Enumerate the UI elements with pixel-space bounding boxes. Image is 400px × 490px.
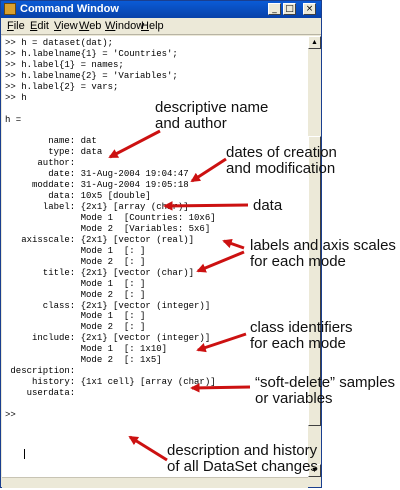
console-line: >> h	[5, 92, 27, 103]
annotation-soft-delete: “soft-delete” samples or variables	[255, 374, 396, 407]
console-line: Mode 1 [: ]	[5, 311, 146, 322]
menu-view[interactable]: View	[54, 20, 78, 32]
console-line: Mode 1 [Countries: 10x6]	[5, 213, 216, 223]
console-line: >> h.labelname{2} = 'Variables';	[5, 70, 178, 81]
console-line: description:	[5, 366, 76, 377]
command-window: Command Window _ □ × File Edit View Web …	[0, 0, 322, 488]
console-output[interactable]: >> h = dataset(dat);>> h.labelname{1} = …	[2, 36, 308, 477]
console-line: title: {2x1} [vector (char)]	[5, 267, 195, 278]
annotation-class: class identifiers for each mode	[250, 319, 353, 352]
console-line: author:	[5, 158, 76, 169]
minimize-button[interactable]: _	[268, 3, 281, 15]
console-line: >> h = dataset(dat);	[5, 38, 114, 48]
console-line: data: 10x5 [double]	[5, 191, 151, 202]
console-line: include: {2x1} [vector (integer)]	[5, 333, 211, 344]
close-button[interactable]: ×	[303, 3, 316, 15]
console-line: axisscale: {2x1} [vector (real)]	[5, 234, 195, 245]
console-line: Mode 1 [: ]	[5, 278, 146, 289]
menu-web[interactable]: Web	[79, 20, 102, 32]
console-line: Mode 1 [: 1x10]	[5, 344, 168, 355]
console-line: date: 31-Aug-2004 19:04:47	[5, 169, 189, 180]
console-line	[5, 399, 216, 410]
console-line: type: data	[5, 147, 103, 158]
console-line: moddate: 31-Aug-2004 19:05:18	[5, 180, 189, 191]
title-bar[interactable]: Command Window _ □ ×	[1, 1, 321, 18]
vertical-scrollbar[interactable]: ▲ ▼	[308, 36, 321, 477]
console-line: >>	[5, 409, 16, 420]
maximize-button[interactable]: □	[283, 3, 296, 15]
console-line: Mode 1 [: ]	[5, 245, 146, 256]
annotation-history: description and history of all DataSet c…	[167, 442, 318, 475]
horizontal-scrollbar[interactable]	[2, 477, 308, 488]
matlab-app-icon	[4, 3, 16, 15]
console-line: Mode 2 [: ]	[5, 289, 146, 300]
scroll-down-arrow-icon[interactable]: ▼	[308, 464, 321, 477]
console-line: class: {2x1} [vector (integer)]	[5, 300, 211, 311]
console-line: userdata:	[5, 388, 76, 398]
text-cursor	[24, 449, 25, 459]
console-line: history: {1x1 cell} [array (char)]	[5, 377, 216, 388]
console-line: Mode 2 [Variables: 5x6]	[5, 223, 211, 234]
menu-edit[interactable]: Edit	[30, 20, 49, 32]
menu-help[interactable]: Help	[141, 20, 164, 32]
menu-bar: File Edit View Web Window Help	[1, 18, 321, 35]
console-line: name: dat	[5, 136, 97, 147]
menu-window[interactable]: Window	[105, 20, 145, 32]
annotation-data: data	[253, 197, 283, 214]
annotation-labels-axis: labels and axis scales for each mode	[250, 237, 396, 270]
annotation-dates: dates of creation and modification	[226, 144, 337, 177]
console-line: Mode 2 [: ]	[5, 256, 146, 267]
console-line: >> h.labelname{1} = 'Countries';	[5, 48, 178, 59]
annotation-name-author: descriptive name and author	[155, 99, 269, 132]
console-line: >> h.label{2} = vars;	[5, 81, 119, 92]
console-line: Mode 2 [: ]	[5, 322, 146, 333]
console-line: >> h.label{1} = names;	[5, 59, 124, 70]
console-line: h =	[5, 114, 22, 125]
console-line: Mode 2 [: 1x5]	[5, 355, 162, 366]
console-line: label: {2x1} [array (char)]	[5, 202, 189, 213]
window-title: Command Window	[20, 3, 119, 15]
menu-file[interactable]: File	[7, 20, 25, 32]
scroll-thumb[interactable]	[308, 136, 321, 426]
console-lines: >> h = dataset(dat);>> h.labelname{1} = …	[5, 38, 216, 421]
scroll-up-arrow-icon[interactable]: ▲	[308, 36, 321, 49]
